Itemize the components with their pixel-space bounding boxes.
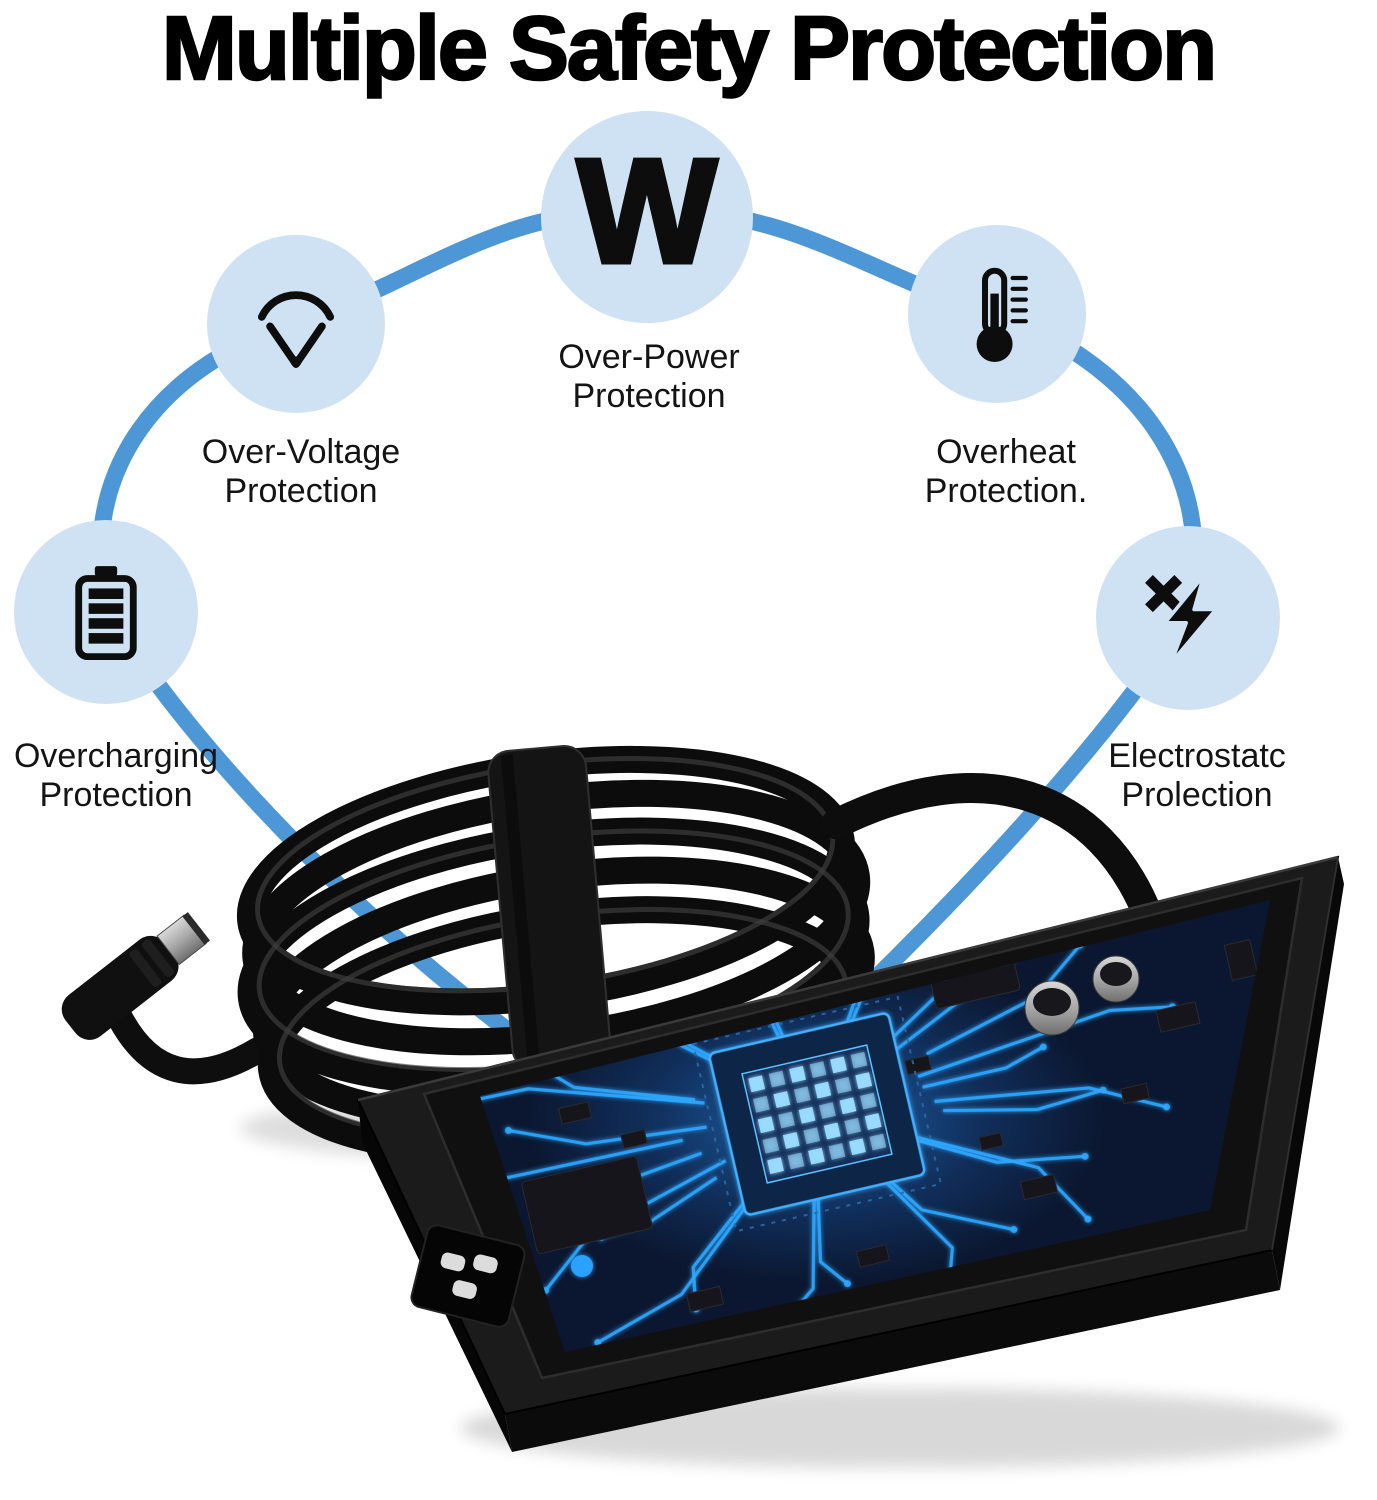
smd-component	[620, 1128, 648, 1150]
feature-badge-overcharging	[14, 520, 198, 704]
feature-label-line: Over-Power	[558, 338, 740, 376]
feature-badge-over-voltage	[207, 235, 385, 413]
smd-component	[904, 1054, 932, 1076]
feature-label-line: Prolection	[1121, 776, 1273, 814]
adapter-cable	[821, 773, 1165, 935]
power-adapter	[356, 855, 1344, 1452]
thermometer-icon	[976, 267, 1028, 362]
battery-icon	[75, 566, 137, 661]
adapter-photo	[61, 745, 1344, 1468]
power-inlet	[410, 1224, 526, 1328]
feature-label-line: Over-Voltage	[201, 433, 401, 471]
feature-badge-over-power: W	[541, 111, 753, 323]
smd-component	[1155, 1001, 1201, 1033]
smd-component	[978, 1132, 1004, 1151]
blue-led	[571, 1255, 593, 1277]
cpu-chip	[691, 995, 943, 1233]
feature-label-electrostatic: Electrostatc Prolection	[997, 737, 1377, 815]
feature-badge-overheat	[908, 225, 1086, 403]
feature-label-line: Protection	[572, 377, 726, 415]
power-connector	[61, 912, 211, 1040]
feature-label-line: Overcharging	[13, 737, 219, 775]
watt-letter-icon: W	[575, 129, 720, 294]
feature-label-line: Protection	[39, 776, 193, 814]
feature-badge-electrostatic	[1096, 526, 1280, 710]
capacitor-top	[1100, 962, 1132, 986]
connector-cable	[107, 1005, 271, 1085]
edge-highlight	[1271, 856, 1339, 1251]
edge-highlight	[357, 855, 1339, 1102]
chip-die-grid	[748, 1051, 887, 1175]
feature-label-overheat: Overheat Protection.	[806, 433, 1206, 511]
feature-label-over-voltage: Over-Voltage Protection	[101, 433, 501, 511]
adapter-front-face	[505, 1250, 1280, 1452]
smd-component	[1223, 938, 1259, 982]
smd-component	[855, 1244, 891, 1268]
cable-strap	[487, 745, 612, 1071]
page-title: Multiple Safety Protection	[161, 0, 1219, 99]
feature-label-overcharging: Overcharging Protection	[0, 737, 316, 815]
feature-label-line: Protection.	[924, 472, 1088, 510]
smd-component	[557, 1101, 593, 1125]
adapter-right-face	[1272, 857, 1344, 1290]
capacitor-top	[1033, 988, 1071, 1016]
feature-label-line: Electrostatc	[1108, 737, 1286, 775]
transformer-component	[521, 1155, 653, 1255]
smd-component	[1019, 1173, 1059, 1201]
feature-label-line: Protection	[224, 472, 378, 510]
anti-static-icon	[1145, 573, 1218, 665]
smd-component	[1120, 1082, 1151, 1105]
feature-label-over-power: Over-Power Protection	[449, 338, 849, 416]
smd-component	[685, 1285, 725, 1313]
feature-label-line: Overheat	[936, 433, 1076, 471]
voltage-gauge-icon	[257, 291, 335, 368]
